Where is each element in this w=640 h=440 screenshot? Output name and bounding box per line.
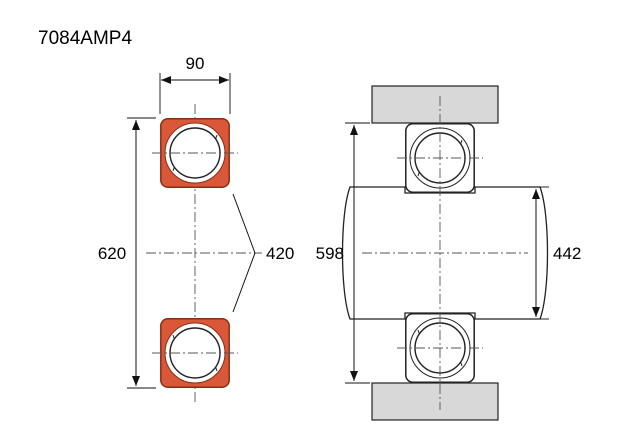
part-number-title: 7084AMP4 <box>38 28 132 49</box>
dimension-width: 90 <box>159 54 231 114</box>
outer-ring-section-bottom <box>151 318 239 388</box>
dimension-width-label: 90 <box>186 54 205 73</box>
dimension-od-label: 620 <box>98 244 126 263</box>
dimension-shaft-label: 442 <box>553 244 581 263</box>
outer-ring-section-top <box>151 118 239 188</box>
dimension-bore-diameter: 420 <box>232 193 294 313</box>
mounting-abutment-view: 598 442 <box>316 85 581 421</box>
housing-block-top <box>371 85 499 124</box>
housing-block-bottom <box>371 382 499 421</box>
shaft <box>341 186 549 320</box>
dimension-bore-label: 420 <box>266 244 294 263</box>
dimension-shaft-abutment: 442 <box>532 186 581 320</box>
dimension-housing-label: 598 <box>316 244 344 263</box>
bearing-cross-section-view: 90 620 420 <box>98 54 294 402</box>
dimension-outside-diameter: 620 <box>98 117 156 389</box>
dimension-housing-abutment: 598 <box>316 122 370 384</box>
